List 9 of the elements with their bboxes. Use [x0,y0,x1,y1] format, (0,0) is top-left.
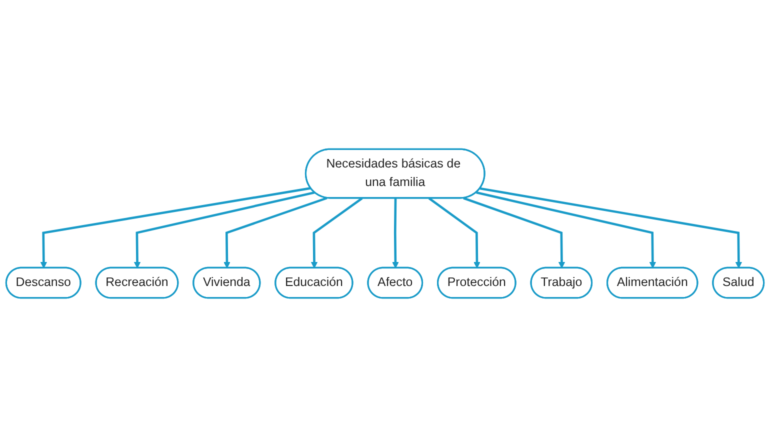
arrow [40,187,311,268]
arrow [480,187,742,268]
arrow [310,197,363,268]
arrow [463,197,566,268]
arrow [224,196,328,268]
arrow [428,197,480,268]
arrow [134,191,315,268]
arrow [392,198,399,268]
arrow [476,191,656,268]
